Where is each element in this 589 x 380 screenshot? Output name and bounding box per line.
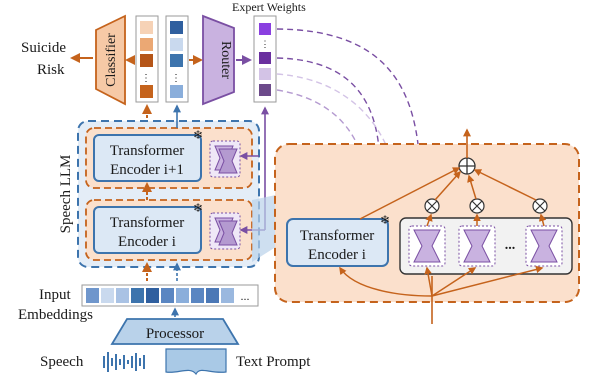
sum-node [458, 157, 476, 175]
expert-weight-cell [259, 52, 271, 64]
transformer-encoder-zoom-line1: Transformer [300, 228, 374, 244]
experts-ellipsis: ... [505, 238, 516, 253]
router-vector-cell [170, 85, 183, 98]
router-block: Router [202, 14, 235, 106]
embedding-token [206, 288, 219, 303]
expert-weight-cell [259, 84, 271, 96]
processor-block [110, 318, 240, 345]
experts-stack-icon-lower [209, 212, 241, 250]
expert-weight-curve [276, 89, 427, 207]
classifier-vector: ⋮ [135, 15, 159, 103]
expert-weights-label: Expert Weights [232, 0, 306, 14]
classifier-vector-vdots: ⋮ [141, 73, 151, 84]
moe-input-branch [424, 266, 433, 297]
classifier-vector-cell [140, 54, 153, 67]
moe-input-branch [431, 267, 477, 297]
classifier-vector-cell [140, 21, 153, 34]
embedding-token [146, 288, 159, 303]
expert-adapter-icon [458, 225, 496, 267]
speech-label: Speech [40, 354, 84, 370]
expert-weight-cell [259, 23, 271, 35]
input-embeddings-label-line1: Input [39, 287, 71, 303]
router-vector: ⋮ [165, 15, 189, 103]
input-embeddings-label-line2: Embeddings [18, 307, 93, 323]
multiply-node [532, 198, 548, 214]
embedding-token [176, 288, 189, 303]
snowflake-icon: ❄ [193, 201, 203, 215]
router-vector-vdots: ⋮ [171, 73, 181, 84]
embedding-token [131, 288, 144, 303]
embedding-ellipsis: ... [241, 289, 250, 303]
router-vector-cell [170, 21, 183, 34]
multiply-to-sum-arrow [434, 170, 461, 201]
encoder-to-sum-arrow [359, 167, 461, 220]
multiply-node [469, 198, 485, 214]
suicide-risk-label-line1: Suicide [21, 40, 66, 56]
expert-to-multiply-arrow [425, 213, 433, 227]
router-vector-cell [170, 38, 183, 51]
embedding-token [161, 288, 174, 303]
embedding-token [86, 288, 99, 303]
transformer-encoder-lower-line1: Transformer [110, 215, 184, 231]
expert-weights-vector: ⋮ [253, 15, 277, 103]
processor-label: Processor [146, 326, 204, 342]
text-prompt-label: Text Prompt [236, 354, 311, 370]
embedding-token [191, 288, 204, 303]
transformer-encoder-upper-line1: Transformer [110, 143, 184, 159]
transformer-encoder-lower [93, 206, 202, 254]
embedding-token [221, 288, 234, 303]
expert-weight-cell [259, 68, 271, 80]
transformer-encoder-zoom-line2: Encoder i [308, 247, 366, 263]
classifier-vector-cell [140, 38, 153, 51]
multiply-node [424, 198, 440, 214]
router-vector-cell [170, 54, 183, 67]
classifier-vector-cell [140, 85, 153, 98]
expert-to-multiply-arrow [538, 213, 547, 227]
input-embeddings-strip: ... [81, 284, 259, 307]
transformer-encoder-lower-line2: Encoder i [118, 234, 176, 250]
waveform-icon [103, 352, 145, 372]
suicide-risk-label-line2: Risk [37, 62, 65, 78]
classifier-block: Classifier [95, 14, 126, 106]
text-prompt-icon [165, 348, 227, 376]
snowflake-icon: ❄ [193, 128, 203, 142]
classifier-label: Classifier [104, 33, 119, 87]
expert-adapter-icon [525, 225, 563, 267]
transformer-encoder-zoom [286, 218, 389, 267]
transformer-encoder-upper [93, 134, 202, 182]
moe-input-branch [431, 265, 544, 297]
multiply-to-sum-arrow [467, 174, 477, 200]
embedding-token [101, 288, 114, 303]
moe-input-branch [339, 266, 433, 297]
multiply-to-sum-arrow [473, 169, 537, 201]
expert-adapter-icon [408, 225, 446, 267]
expert-weights-vdots: ⋮ [261, 39, 270, 49]
snowflake-icon: ❄ [380, 213, 390, 227]
embedding-token [116, 288, 129, 303]
experts-stack-icon-upper [209, 140, 241, 178]
router-label: Router [218, 41, 233, 79]
transformer-encoder-upper-line2: Encoder i+1 [110, 162, 184, 178]
speech-llm-label: Speech LLM [58, 155, 74, 234]
